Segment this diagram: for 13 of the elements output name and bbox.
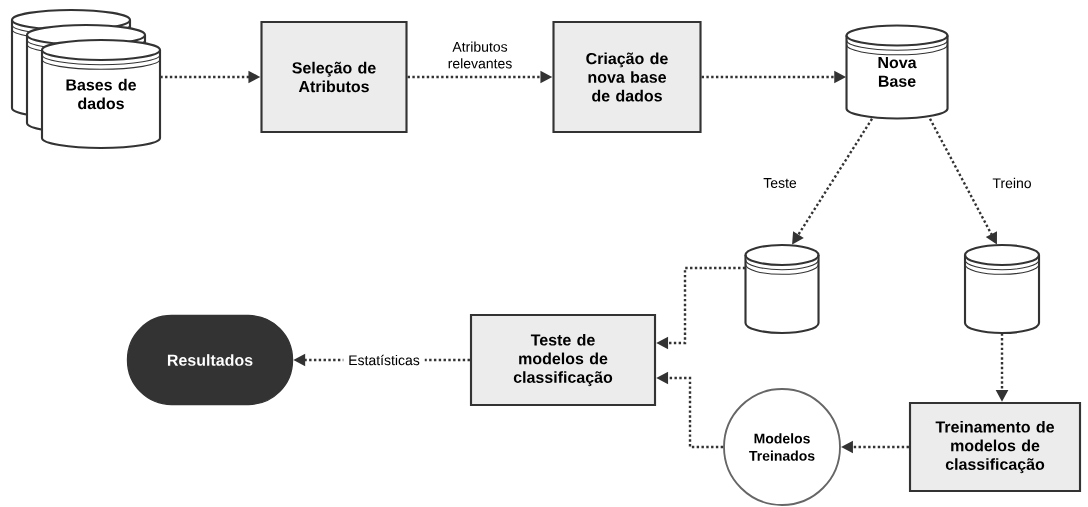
database-stack: Bases de dados bbox=[10, 8, 162, 150]
process-box: Criação de nova base de dados bbox=[552, 20, 702, 134]
database-cylinder: Nova Base bbox=[845, 24, 949, 120]
edge-label: Estatísticas bbox=[343, 352, 425, 368]
database-cylinder bbox=[744, 243, 820, 335]
edge-label: Teste bbox=[759, 176, 801, 190]
edge-label: Treino bbox=[990, 175, 1034, 191]
process-box: Teste de modelos de classificação bbox=[469, 313, 657, 407]
edge-label: Atributos relevantes bbox=[438, 39, 522, 71]
process-box: Treinamento de modelos de classificação bbox=[908, 401, 1082, 493]
process-box: Seleção de Atributos bbox=[260, 20, 408, 134]
database-cylinder bbox=[963, 243, 1041, 335]
circle-node: Modelos Treinados bbox=[723, 388, 841, 506]
